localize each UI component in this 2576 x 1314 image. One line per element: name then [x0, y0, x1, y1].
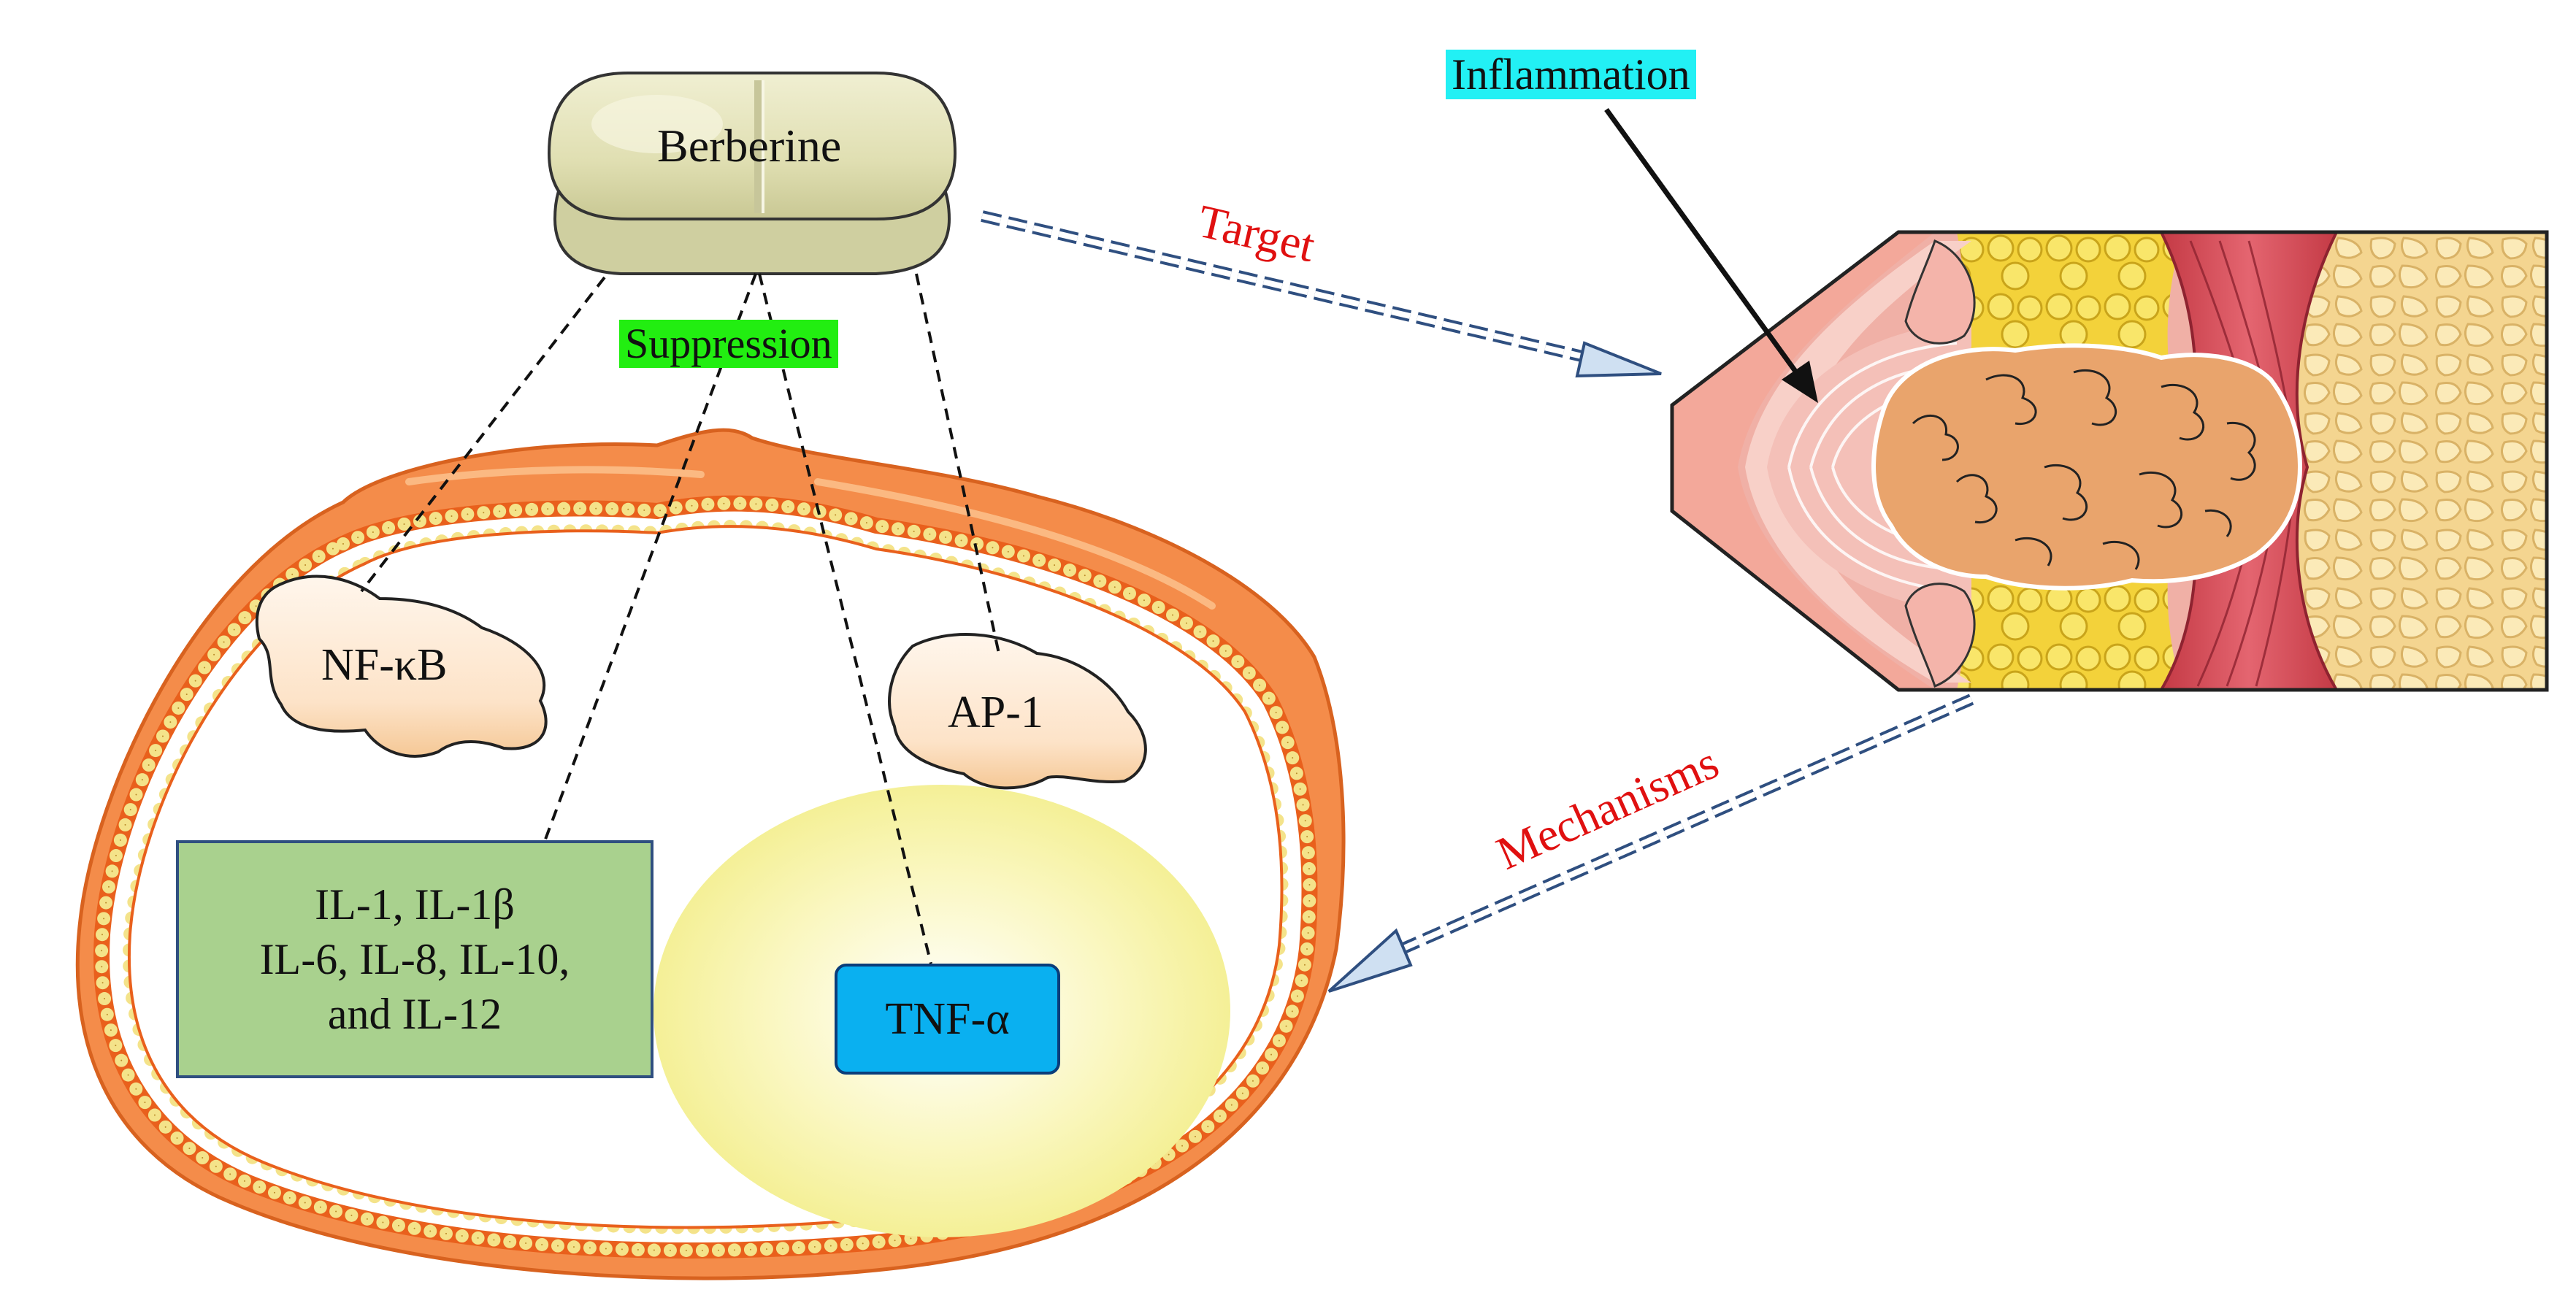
interleukin-box: IL-1, IL-1β IL-6, IL-8, IL-10, and IL-12: [177, 842, 652, 1077]
tissue-illustration: [1670, 230, 2549, 692]
tumor-mass: [1871, 343, 2303, 591]
suppression-lines: [360, 273, 1000, 964]
tnf-box: TNF-α: [836, 965, 1059, 1073]
tnf-box-shape: [835, 964, 1060, 1075]
nfkb-label: NF-κB: [321, 640, 448, 690]
suppression-tag: Suppression: [619, 320, 838, 368]
berberine-pill: [547, 72, 957, 275]
target-arrow: [981, 210, 1662, 378]
mechanisms-arrow: [1327, 694, 1974, 993]
interleukin-box-shape: [176, 840, 653, 1078]
ap1-blob: [888, 632, 1147, 790]
interleukin-line-3: and IL-12: [327, 989, 502, 1038]
interleukin-line-1: IL-1, IL-1β: [315, 880, 515, 929]
inflammation-tag: Inflammation: [1446, 50, 1696, 99]
tnf-label: TNF-α: [885, 994, 1010, 1044]
ap1-label: AP-1: [948, 688, 1043, 737]
interleukin-line-2: IL-6, IL-8, IL-10,: [259, 934, 570, 983]
inflammation-pointer: [1604, 107, 1818, 403]
berberine-label: Berberine: [657, 120, 842, 172]
nfkb-blob: [255, 575, 548, 758]
